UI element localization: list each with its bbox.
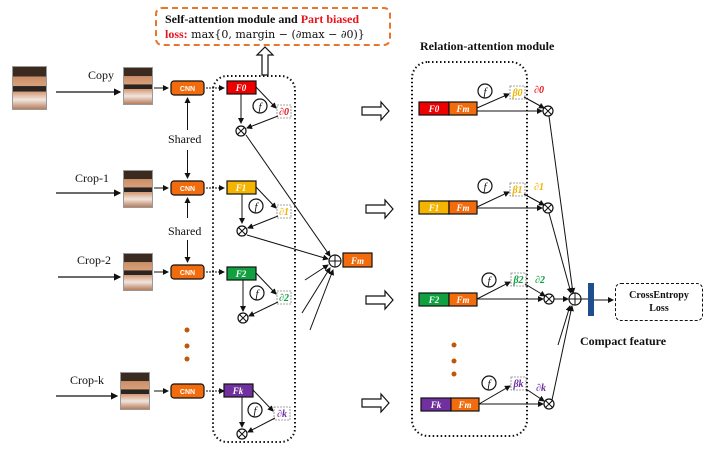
relation-row-1: F1 Fm f β1 ∂1 — [418, 178, 554, 215]
relation-alpha-k: ∂k — [536, 383, 546, 394]
relation-alpha-2: ∂2 — [535, 275, 545, 286]
loss-label: loss: — [165, 27, 188, 41]
final-sum-node — [568, 292, 582, 306]
svg-text:f: f — [255, 288, 260, 300]
svg-text:Fm: Fm — [455, 203, 469, 213]
svg-text:f: f — [483, 86, 488, 98]
loss-formula: max{0, margin − (∂max − ∂0)} — [187, 28, 365, 41]
svg-text:F1: F1 — [428, 203, 440, 213]
cnn-block-1: CNN — [170, 180, 205, 196]
svg-text:F2: F2 — [235, 269, 247, 279]
self-attn-row-k: Fk f ∂k — [223, 383, 291, 440]
ce-line2: Loss — [649, 303, 669, 314]
ellipsis-dot — [184, 356, 190, 362]
relation-alpha-1: ∂1 — [534, 182, 544, 193]
self-attention-loss-box: Self-attention module and Part biased lo… — [155, 7, 391, 46]
input-label-crop1: Crop-1 — [75, 171, 109, 185]
shared-label-2: Shared — [168, 224, 201, 238]
self-attn-row-2: F2 f ∂2 — [226, 266, 292, 324]
f-function-icon — [477, 178, 493, 194]
beta-2: β2 — [512, 275, 523, 286]
svg-text:Fm: Fm — [455, 295, 469, 305]
svg-text:Fk: Fk — [232, 386, 244, 396]
cnn-block-k: CNN — [170, 383, 205, 399]
self-attn-row-1: F1 f ∂1 — [226, 180, 292, 237]
crop2-face-image — [123, 253, 153, 291]
hollow-arrow-1 — [365, 198, 394, 220]
ellipsis-dot — [451, 371, 457, 377]
svg-text:f: f — [483, 181, 488, 193]
relation-row-0: F0 Fm f β0 ∂0 — [418, 83, 554, 117]
svg-text:F0: F0 — [428, 104, 440, 114]
svg-text:CNN: CNN — [180, 389, 195, 396]
hollow-arrow-k — [361, 392, 390, 414]
alpha-2: ∂2 — [279, 293, 289, 304]
alpha-k: ∂k — [277, 409, 287, 420]
f-function-icon — [247, 402, 263, 418]
hollow-arrow-2 — [365, 289, 394, 311]
svg-text:CNN: CNN — [180, 86, 195, 93]
sum-node-fm: Fm — [328, 252, 373, 268]
alpha-1: ∂1 — [279, 207, 289, 218]
input-label-crop2: Crop-2 — [77, 253, 111, 267]
relation-attention-container — [411, 61, 528, 437]
shared-label-1: Shared — [168, 132, 201, 146]
svg-text:f: f — [258, 101, 263, 113]
f-function-icon — [249, 285, 265, 301]
f-function-icon — [481, 272, 497, 288]
ellipsis-dot — [184, 327, 190, 333]
svg-text:f: f — [487, 378, 492, 390]
ellipsis-dot — [184, 343, 190, 349]
svg-text:Fk: Fk — [430, 400, 442, 410]
compact-feature-bar — [588, 283, 594, 316]
crop1-face-image — [123, 170, 153, 208]
loss-title: Self-attention module and — [165, 12, 301, 26]
f-function-icon — [248, 198, 264, 214]
beta-0: β0 — [511, 88, 522, 99]
svg-text:Fm: Fm — [350, 256, 364, 266]
ellipsis-dot — [451, 358, 457, 364]
svg-text:f: f — [254, 201, 259, 213]
cross-entropy-loss-box: CrossEntropy Loss — [615, 283, 703, 321]
svg-text:CNN: CNN — [180, 186, 195, 193]
fm-box — [342, 252, 373, 268]
svg-text:CNN: CNN — [180, 270, 195, 277]
hollow-arrow-0 — [361, 100, 390, 122]
cnn-block-2: CNN — [170, 264, 205, 280]
relation-row-2: F2 Fm f β2 ∂2 — [418, 272, 555, 307]
svg-text:f: f — [253, 405, 258, 417]
input-label-cropk: Crop-k — [70, 373, 104, 387]
cnn-block-0: CNN — [170, 80, 205, 96]
beta-k: βk — [512, 379, 523, 390]
copy-face-image — [123, 67, 153, 105]
ce-line1: CrossEntropy — [629, 290, 689, 301]
f-function-icon — [481, 375, 497, 391]
svg-text:F2: F2 — [428, 295, 440, 305]
alpha-0: ∂0 — [279, 107, 289, 118]
f-function-icon — [477, 83, 493, 99]
up-hollow-arrow — [255, 46, 275, 76]
self-attn-row-0: F0 f ∂0 — [226, 80, 292, 137]
compact-feature-label: Compact feature — [580, 334, 667, 348]
ellipsis-dot — [451, 342, 457, 348]
self-attention-container — [212, 75, 296, 443]
input-face-image — [12, 66, 47, 110]
svg-text:Fm: Fm — [455, 104, 469, 114]
cropk-face-image — [120, 372, 150, 410]
svg-text:f: f — [487, 275, 492, 287]
relation-alpha-0: ∂0 — [534, 85, 544, 96]
svg-text:F0: F0 — [235, 83, 247, 93]
relation-row-k: Fk Fm f βk ∂k — [420, 375, 555, 412]
input-label-copy: Copy — [88, 68, 114, 82]
f-function-icon — [252, 98, 268, 114]
loss-title-red: Part biased — [300, 12, 360, 26]
beta-1: β1 — [511, 185, 522, 196]
relation-attention-title: Relation-attention module — [420, 39, 555, 53]
svg-text:Fm: Fm — [457, 400, 471, 410]
svg-text:F1: F1 — [235, 183, 247, 193]
